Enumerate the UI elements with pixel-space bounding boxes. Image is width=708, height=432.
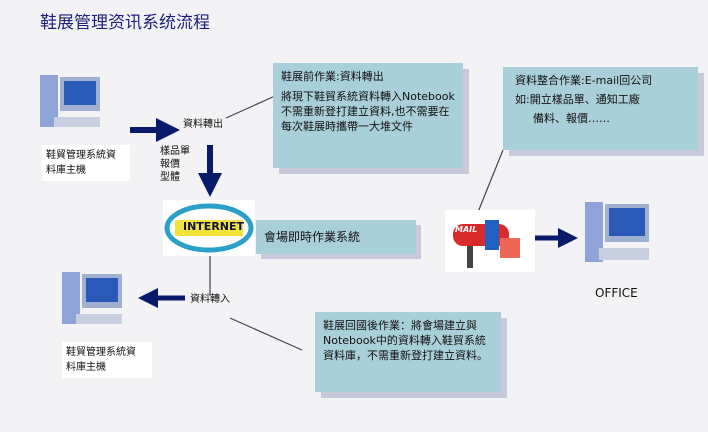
host-bottom-label: 鞋貿管理系統資料庫主機	[62, 342, 152, 378]
item: 型體	[160, 172, 180, 183]
host-top-label: 鞋貿管理系統資料庫主機	[42, 145, 130, 181]
export-label: 資料轉出	[183, 119, 223, 130]
label-line: 鞋貿管理系統資	[46, 150, 116, 161]
merge-box: 資料整合作業:E-mail回公司 如:開立樣品單、通知工廠 備料、報價……	[503, 67, 698, 150]
internet-logo	[163, 200, 255, 256]
box-line: 備料、報價……	[533, 112, 610, 125]
computer-icon-bottom	[62, 272, 122, 324]
mailbox-icon	[445, 210, 535, 272]
page-title: 鞋展管理资讯系统流程	[40, 13, 210, 33]
label-line: 鞋貿管理系統資	[66, 347, 136, 358]
mail-logo-text: MAIL	[455, 225, 478, 234]
internet-logo-text: INTERNET	[183, 220, 245, 233]
item: 報價	[160, 159, 180, 170]
box-heading: 資料整合作業:E-mail回公司	[515, 74, 653, 87]
pre-show-box: 鞋展前作業:資料轉出 將現下鞋貿系統資料轉入Notebook不需重新登打建立資料…	[273, 63, 463, 168]
computer-icon-top	[40, 75, 100, 127]
post-show-box: 鞋展回國後作業：將會場建立與Notebook中的資料轉入鞋貿系統資料庫，不需重新…	[315, 312, 501, 392]
box-heading: 鞋展前作業:資料轉出	[281, 70, 384, 83]
box-body: 將現下鞋貿系統資料轉入Notebook不需重新登打建立資料,也不需要在每次鞋展時…	[281, 90, 455, 133]
import-label: 資料轉入	[190, 294, 230, 305]
label-line: 料庫主機	[46, 165, 86, 176]
onsite-system-box: 會場即時作業系統	[256, 220, 416, 254]
export-items: 樣品單報價型體	[160, 145, 190, 184]
office-computer-icon	[585, 202, 649, 262]
item: 樣品單	[160, 146, 190, 157]
box-line: 如:開立樣品單、通知工廠	[515, 93, 640, 106]
label-line: 料庫主機	[66, 362, 106, 373]
office-label: OFFICE	[595, 286, 638, 300]
